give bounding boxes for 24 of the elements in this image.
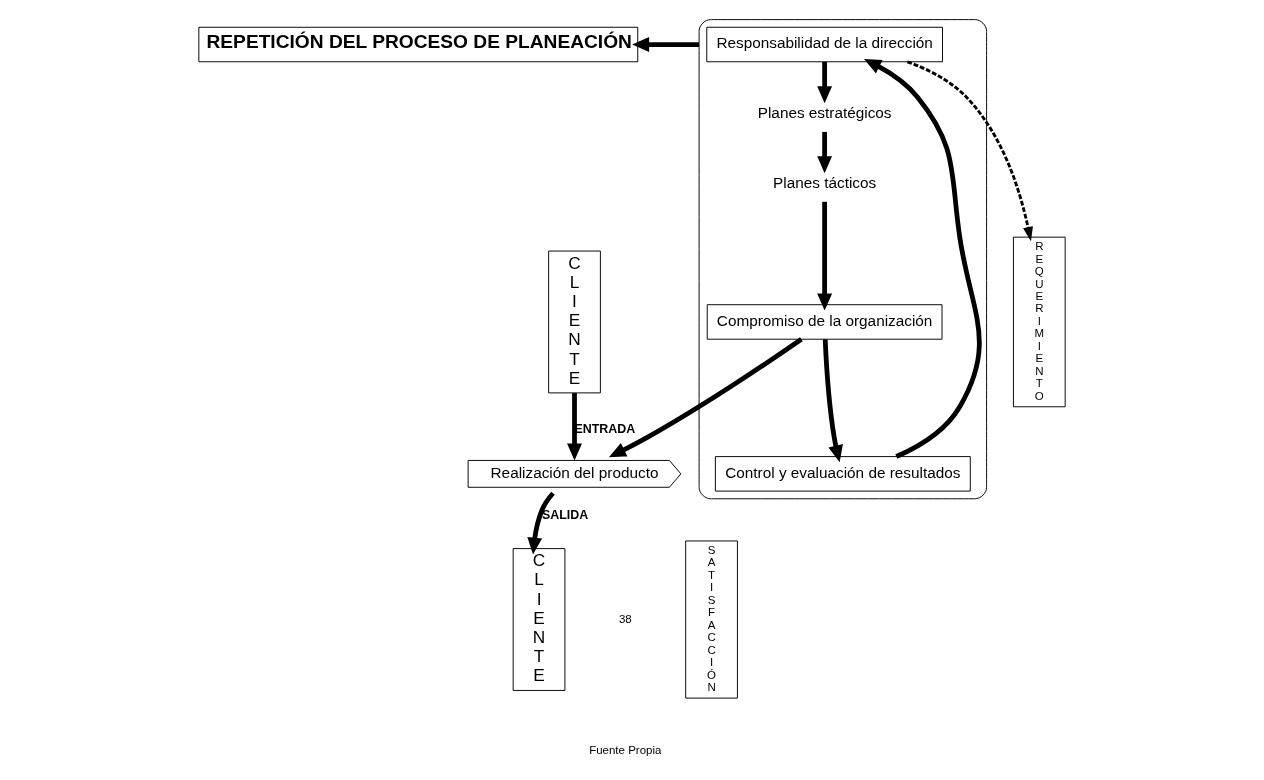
node-box: SATISFACCIÓN: [685, 540, 738, 699]
node-box: Compromiso de la organización: [706, 304, 943, 340]
arrow: [567, 393, 582, 461]
arrow: [817, 131, 833, 174]
node-box: Control y evaluación de resultados: [714, 456, 971, 492]
arrow: [817, 201, 833, 311]
label: Fuente Propia: [589, 743, 662, 756]
edge-label: SALIDA: [541, 508, 589, 523]
arrow: [632, 37, 700, 52]
arrow: [817, 61, 833, 104]
cluster: [698, 19, 988, 500]
arrow: [906, 60, 1033, 242]
arrow: [608, 337, 803, 458]
label: 38: [618, 612, 632, 625]
node-text: Planes tácticos: [773, 174, 877, 192]
arrow: [527, 491, 555, 555]
node-box: REPETICIÓN DEL PROCESO DE PLANEACIÓN: [198, 26, 639, 63]
node-box: CLIENTE: [548, 250, 601, 394]
node-box: CLIENTE: [512, 548, 566, 691]
node-box: Responsabilidad de la dirección: [706, 26, 943, 63]
node-box: REQUERIMIENTO: [1012, 236, 1066, 408]
arrow: [822, 339, 843, 463]
node-text: Planes estratégicos: [757, 104, 892, 122]
arrow: [864, 59, 982, 459]
